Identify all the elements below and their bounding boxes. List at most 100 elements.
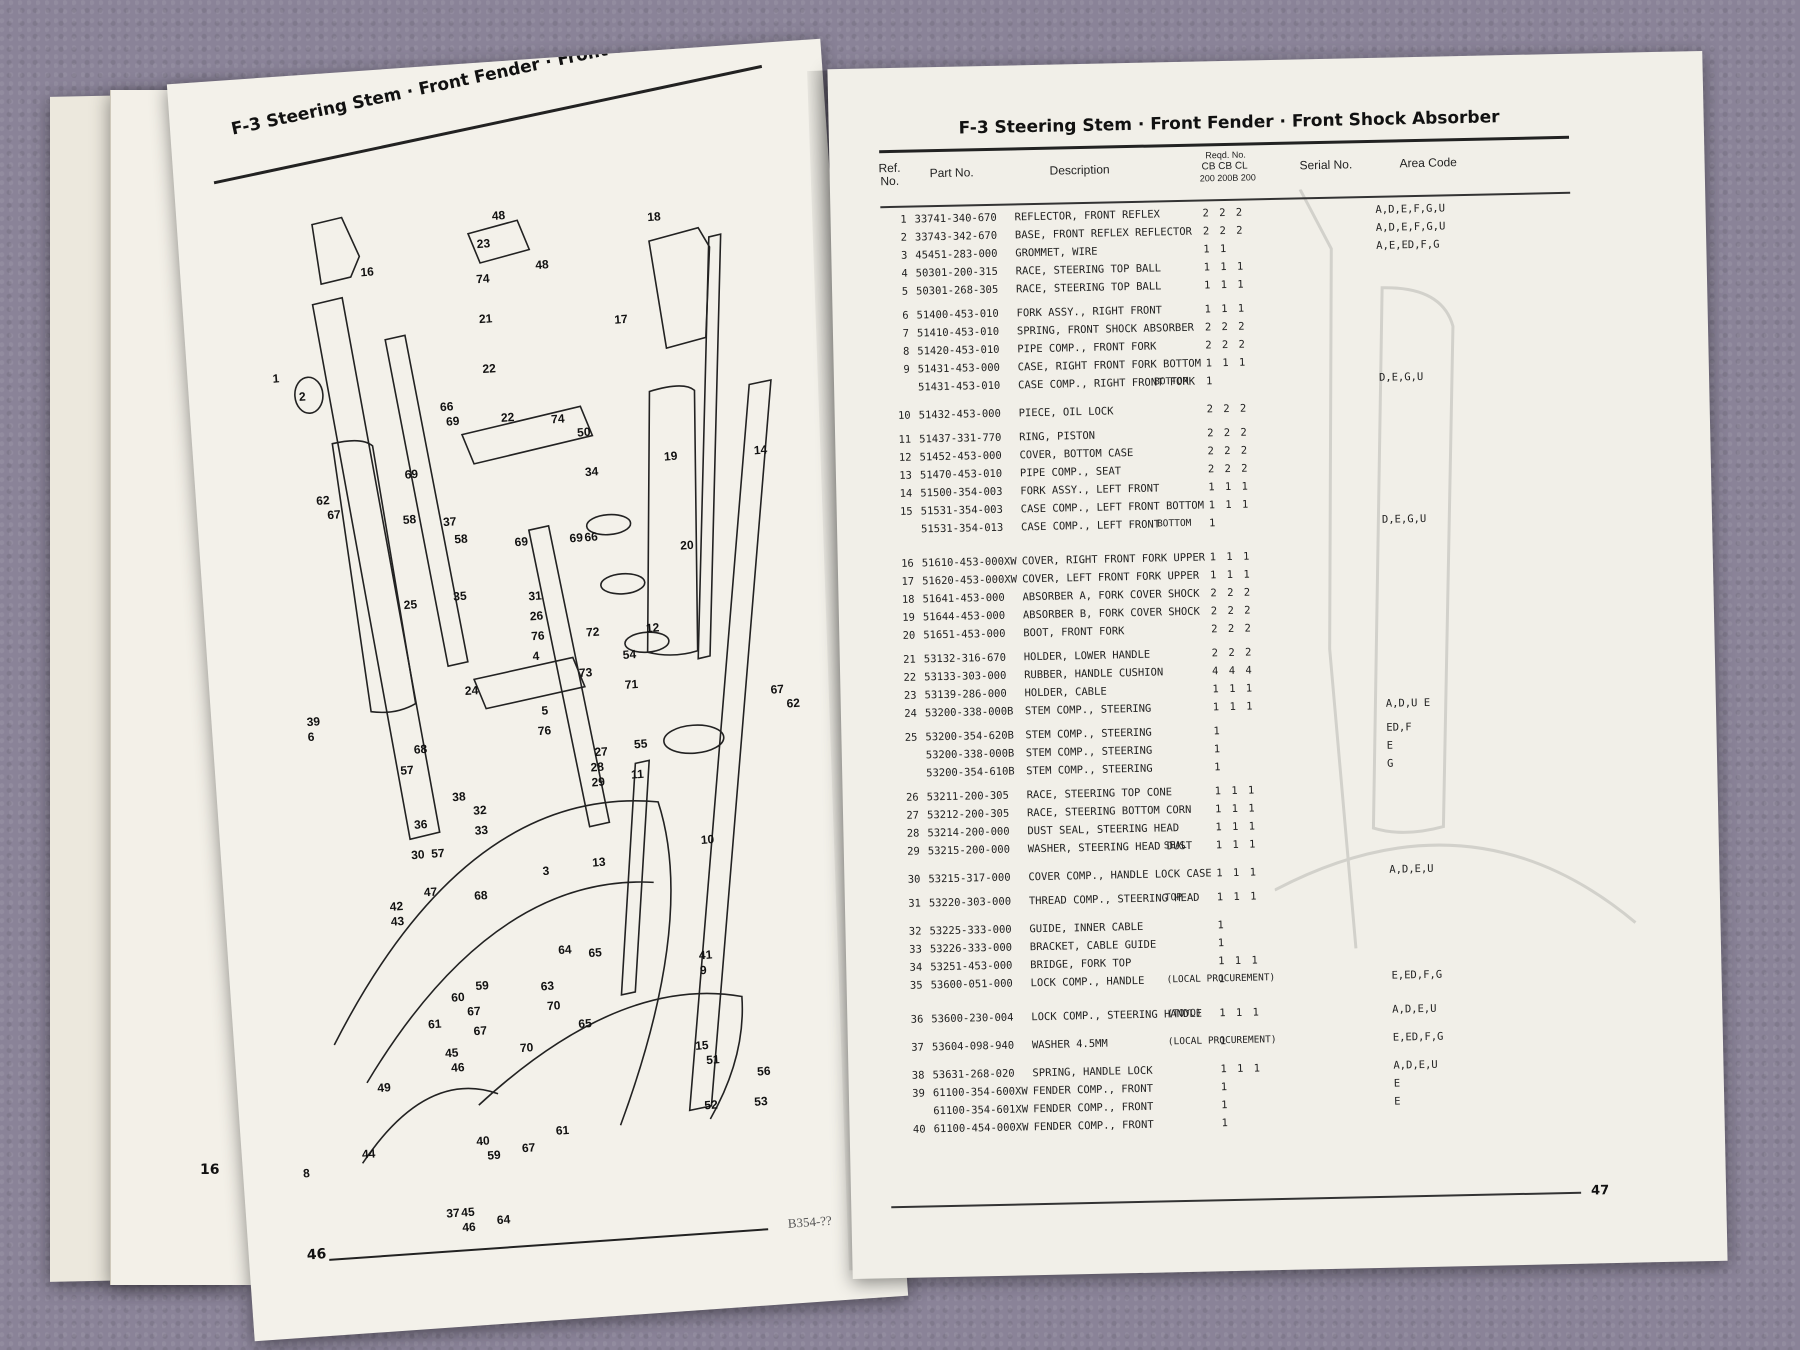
left-page-number: 46 (306, 1246, 327, 1264)
diagram-callout-label: 21 (479, 311, 494, 326)
race-part (600, 572, 646, 595)
required-qty: 1 1 1 (1209, 568, 1252, 582)
diagram-callout-label: 67 (473, 1023, 488, 1038)
ref-no (882, 750, 918, 751)
description: STEM COMP., STEERING (1024, 702, 1152, 718)
required-qty: 1 1 1 (1205, 356, 1248, 370)
ref-no: 20 (902, 629, 916, 642)
ref-no: 18 (901, 593, 915, 606)
ref-no: 10 (897, 409, 911, 422)
description: FENDER COMP., FRONT (1033, 1118, 1154, 1134)
diagram-callout-label: 47 (423, 884, 438, 899)
diagram-callout-label: 37 (446, 1206, 461, 1221)
diagram-callout-label: 50 (577, 425, 592, 440)
description: FORK ASSY., RIGHT FRONT (1016, 304, 1163, 320)
diagram-callout-label: 68 (474, 888, 489, 903)
description: SPRING, FRONT SHOCK ABSORBER (1016, 321, 1195, 338)
ref-no: 31 (908, 897, 922, 910)
description: BRIDGE, FORK TOP (1030, 957, 1132, 972)
diagram-callout-label: 66 (440, 399, 455, 414)
part-no: 61100-354-600XW (932, 1085, 1028, 1100)
diagram-callout-label: 46 (462, 1220, 477, 1235)
part-no: 53200-338-000B (924, 705, 1014, 720)
part-no: 53600-230-004 (931, 1011, 1014, 1026)
diagram-callout-label: 69 (446, 414, 461, 429)
part-no: 51431-453-000 (917, 361, 1001, 376)
description: FENDER COMP., FRONT (1033, 1100, 1154, 1116)
ref-no: 2 (900, 231, 908, 244)
description: LOCK COMP., HANDLE (1030, 974, 1145, 990)
required-qty: 1 1 1 (1220, 1062, 1263, 1076)
diagram-callout-label: 1 (272, 371, 280, 385)
ref-no: 38 (911, 1069, 925, 1082)
right-page-title: F-3 Steering Stem · Front Fender · Front… (958, 107, 1500, 139)
ref-no: 22 (903, 671, 917, 684)
part-no: 53214-200-000 (927, 825, 1010, 840)
part-no: 51432-453-000 (918, 407, 1001, 422)
diagram-callout-label: 72 (586, 625, 601, 640)
area-code: A,D,E,U (1392, 1002, 1437, 1016)
ref-no: 19 (902, 611, 916, 624)
diagram-callout-label: 62 (316, 493, 331, 508)
diagram-callout-label: 22 (500, 410, 515, 425)
part-no: 61100-454-000XW (933, 1121, 1029, 1136)
part-no: 53132-316-670 (923, 651, 1007, 666)
ref-no: 33 (909, 943, 923, 956)
required-qty: 2 2 2 (1202, 224, 1245, 238)
fender-lower-part (478, 992, 744, 1120)
required-qty: 1 (1205, 375, 1215, 388)
part-no: 53212-200-305 (926, 807, 1010, 822)
diagram-callout-label: 59 (487, 1148, 502, 1163)
ref-no (882, 768, 918, 769)
diagram-callout-label: 51 (706, 1052, 721, 1067)
ref-no: 6 (902, 309, 909, 322)
required-qty: 2 2 2 (1204, 320, 1247, 334)
area-code: A,D,E,U (1389, 862, 1434, 876)
area-code: D,E,G,U (1381, 512, 1427, 526)
area-code: ED,F (1386, 721, 1412, 734)
part-no: 50301-268-305 (915, 283, 999, 298)
diagram-callout-label: 24 (464, 683, 479, 698)
required-qty: 2 2 2 (1205, 338, 1248, 352)
steering-stem-part (527, 524, 611, 828)
area-code: G (1386, 757, 1394, 770)
part-no: 53225-333-000 (929, 923, 1012, 938)
description: FENDER COMP., FRONT (1032, 1082, 1154, 1098)
diagram-callout-label: 63 (540, 979, 555, 994)
diagram-callout-label: 22 (482, 361, 497, 376)
part-no: 51531-354-003 (920, 503, 1004, 518)
diagram-callout-label: 69 (404, 467, 419, 482)
required-qty: 1 1 1 (1208, 498, 1251, 512)
required-qty: 1 1 1 (1214, 802, 1257, 816)
show-through-diagram (1274, 188, 1637, 949)
part-no: 51651-453-000 (923, 627, 1006, 642)
required-qty: 2 2 2 (1211, 622, 1253, 636)
area-code: A,D,E,F,G,U (1375, 220, 1446, 234)
fork-top-bridge-part (460, 405, 594, 465)
area-code: D,E,G,U (1378, 370, 1424, 384)
area-code: A,D,U E (1385, 696, 1431, 710)
part-no: 51431-453-010 (917, 379, 1001, 394)
description: BOOT, FRONT FORK (1023, 625, 1125, 640)
fork-top-bracket-part (311, 216, 361, 286)
description: STEM COMP., STEERING (1026, 762, 1153, 778)
part-no: 51437-331-770 (919, 431, 1002, 446)
lower-bracket-part (473, 656, 586, 710)
diagram-callout-label: 70 (547, 998, 562, 1013)
diagram-callout-label: 3 (542, 864, 550, 878)
ref-no: 3 (900, 249, 908, 262)
description: RACE, STEERING TOP BALL (1015, 262, 1162, 278)
diagram-callout-label: 65 (578, 1016, 593, 1031)
ref-no: 36 (910, 1013, 924, 1026)
ref-no: 11 (898, 433, 912, 446)
description-continuation: SEAL (1163, 839, 1187, 852)
description-continuation: BOTTOM (1156, 517, 1192, 530)
diagram-callout-label: 70 (519, 1040, 534, 1055)
diagram-callout-label: 65 (588, 945, 603, 960)
required-qty: 1 (1213, 725, 1222, 738)
part-no: 53251-453-000 (930, 959, 1013, 974)
diagram-callout-label: 28 (590, 760, 605, 775)
ref-no: 16 (901, 557, 914, 570)
bottom-case-cover-part (663, 724, 725, 755)
